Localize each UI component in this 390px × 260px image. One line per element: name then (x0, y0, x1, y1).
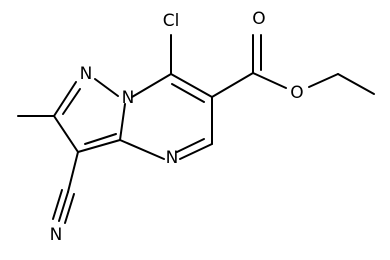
bond-nitrile-triple-b (52, 189, 63, 220)
bond-c3-cn (67, 151, 79, 193)
atom-label-n-bridge: N (122, 88, 135, 108)
bond-o-ethyl (308, 73, 339, 88)
bond-carbonyl-o-ester (252, 72, 287, 89)
bond-c2-n1-double-b (62, 88, 81, 115)
atom-labels: Cl N N N N O O (50, 9, 304, 245)
bond-c3-c3a-double-a (77, 139, 121, 153)
bond-c2-c3 (53, 115, 79, 153)
bond-nitrile-triple-a (58, 191, 69, 222)
bond-c6-carbonyl (211, 72, 254, 98)
atom-label-cl: Cl (163, 11, 180, 31)
atom-label-n-nitrile: N (50, 225, 63, 245)
bond-c3-c3a-double-b (84, 133, 117, 145)
bonds (17, 34, 375, 224)
bond-c5-n4-double-a (179, 143, 213, 160)
bond-n4-c3a (119, 139, 165, 160)
atom-label-n-pyrimidine: N (166, 148, 179, 168)
bond-n1-n7a (94, 78, 119, 97)
bond-c5-n4-double-b (176, 138, 205, 153)
atom-label-o-carbonyl: O (252, 9, 265, 29)
bond-ethyl-ch3 (337, 73, 375, 95)
bond-n7a-c7 (131, 73, 172, 98)
bond-c3a-n7a (119, 103, 126, 141)
atom-label-o-ester: O (290, 83, 303, 103)
bond-c7-c6-double-b (171, 83, 205, 103)
atom-label-n-pyrazole: N (80, 64, 93, 84)
bond-c2-n1-double-a (53, 81, 77, 117)
bond-c7-c6-double-a (170, 73, 213, 98)
bond-nitrile-triple-c (64, 193, 75, 224)
